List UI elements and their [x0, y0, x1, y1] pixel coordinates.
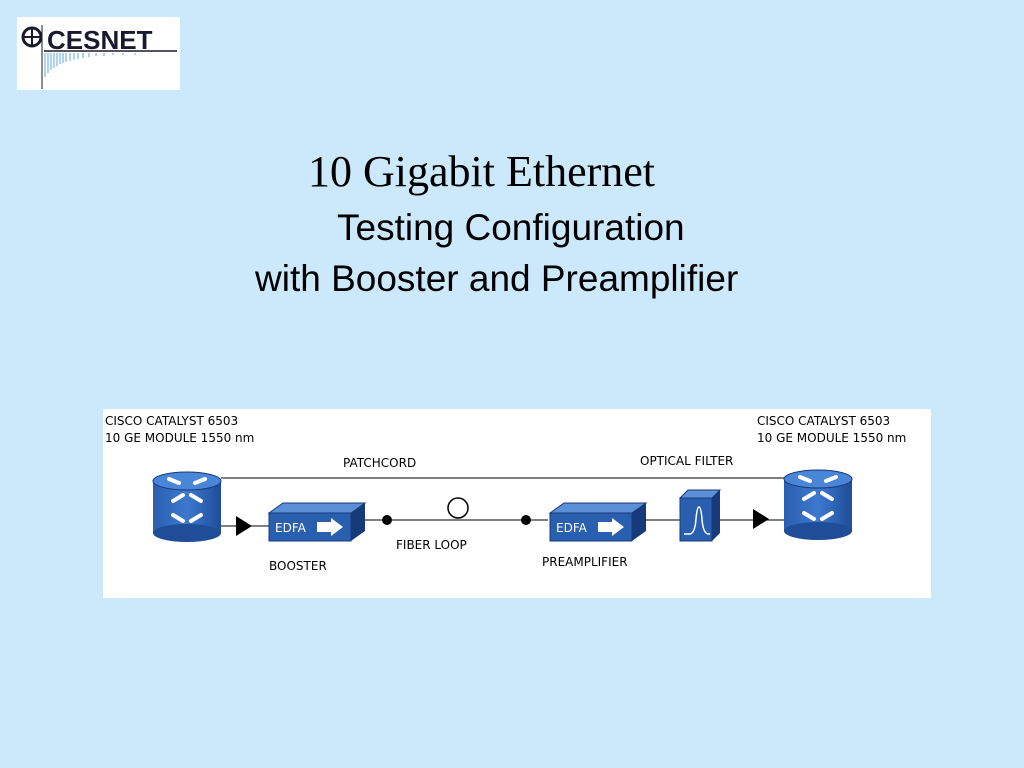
slide-title: 10 Gigabit Ethernet [308, 147, 656, 196]
fiber-loop-label: FIBER LOOP [396, 538, 467, 552]
optical-filter-label: OPTICAL FILTER [640, 454, 733, 468]
fiber-loop-icon [447, 497, 469, 519]
diagram-canvas: CISCO CATALYST 6503 10 GE MODULE 1550 nm… [105, 414, 906, 573]
booster-edfa-label: EDFA [275, 521, 307, 535]
connector-dot-1 [382, 515, 392, 525]
logo-text: CESNET [47, 25, 153, 55]
booster-amplify-icon [317, 518, 343, 536]
left-switch-icon [152, 471, 222, 542]
preamplifier-label: PREAMPLIFIER [542, 555, 628, 569]
preamp-amplify-icon [598, 518, 624, 536]
arrow-to-switch-icon [753, 509, 769, 529]
patchcord-label: PATCHCORD [343, 456, 416, 470]
preamp-edfa-label: EDFA [556, 521, 588, 535]
connector-dot-2 [521, 515, 531, 525]
left-switch-label-2: 10 GE MODULE 1550 nm [105, 431, 254, 445]
slide-subtitle-line2: with Booster and Preamplifier [255, 258, 739, 299]
logo-graphic [21, 25, 177, 89]
arrow-to-booster-icon [236, 516, 252, 536]
right-switch-icon [783, 469, 853, 540]
filter-curve-icon [684, 506, 710, 535]
right-switch-label-2: 10 GE MODULE 1550 nm [757, 431, 906, 445]
right-switch-label-1: CISCO CATALYST 6503 [757, 414, 890, 428]
preamplifier-edfa-box: EDFA [548, 502, 648, 542]
booster-label: BOOSTER [269, 559, 327, 573]
booster-edfa-box: EDFA [267, 502, 367, 542]
optical-filter-box [678, 489, 722, 542]
slide-subtitle-line1: Testing Configuration [337, 207, 685, 248]
cesnet-logo: CESNET [17, 17, 180, 90]
network-diagram: CISCO CATALYST 6503 10 GE MODULE 1550 nm… [103, 409, 931, 598]
left-switch-label-1: CISCO CATALYST 6503 [105, 414, 238, 428]
